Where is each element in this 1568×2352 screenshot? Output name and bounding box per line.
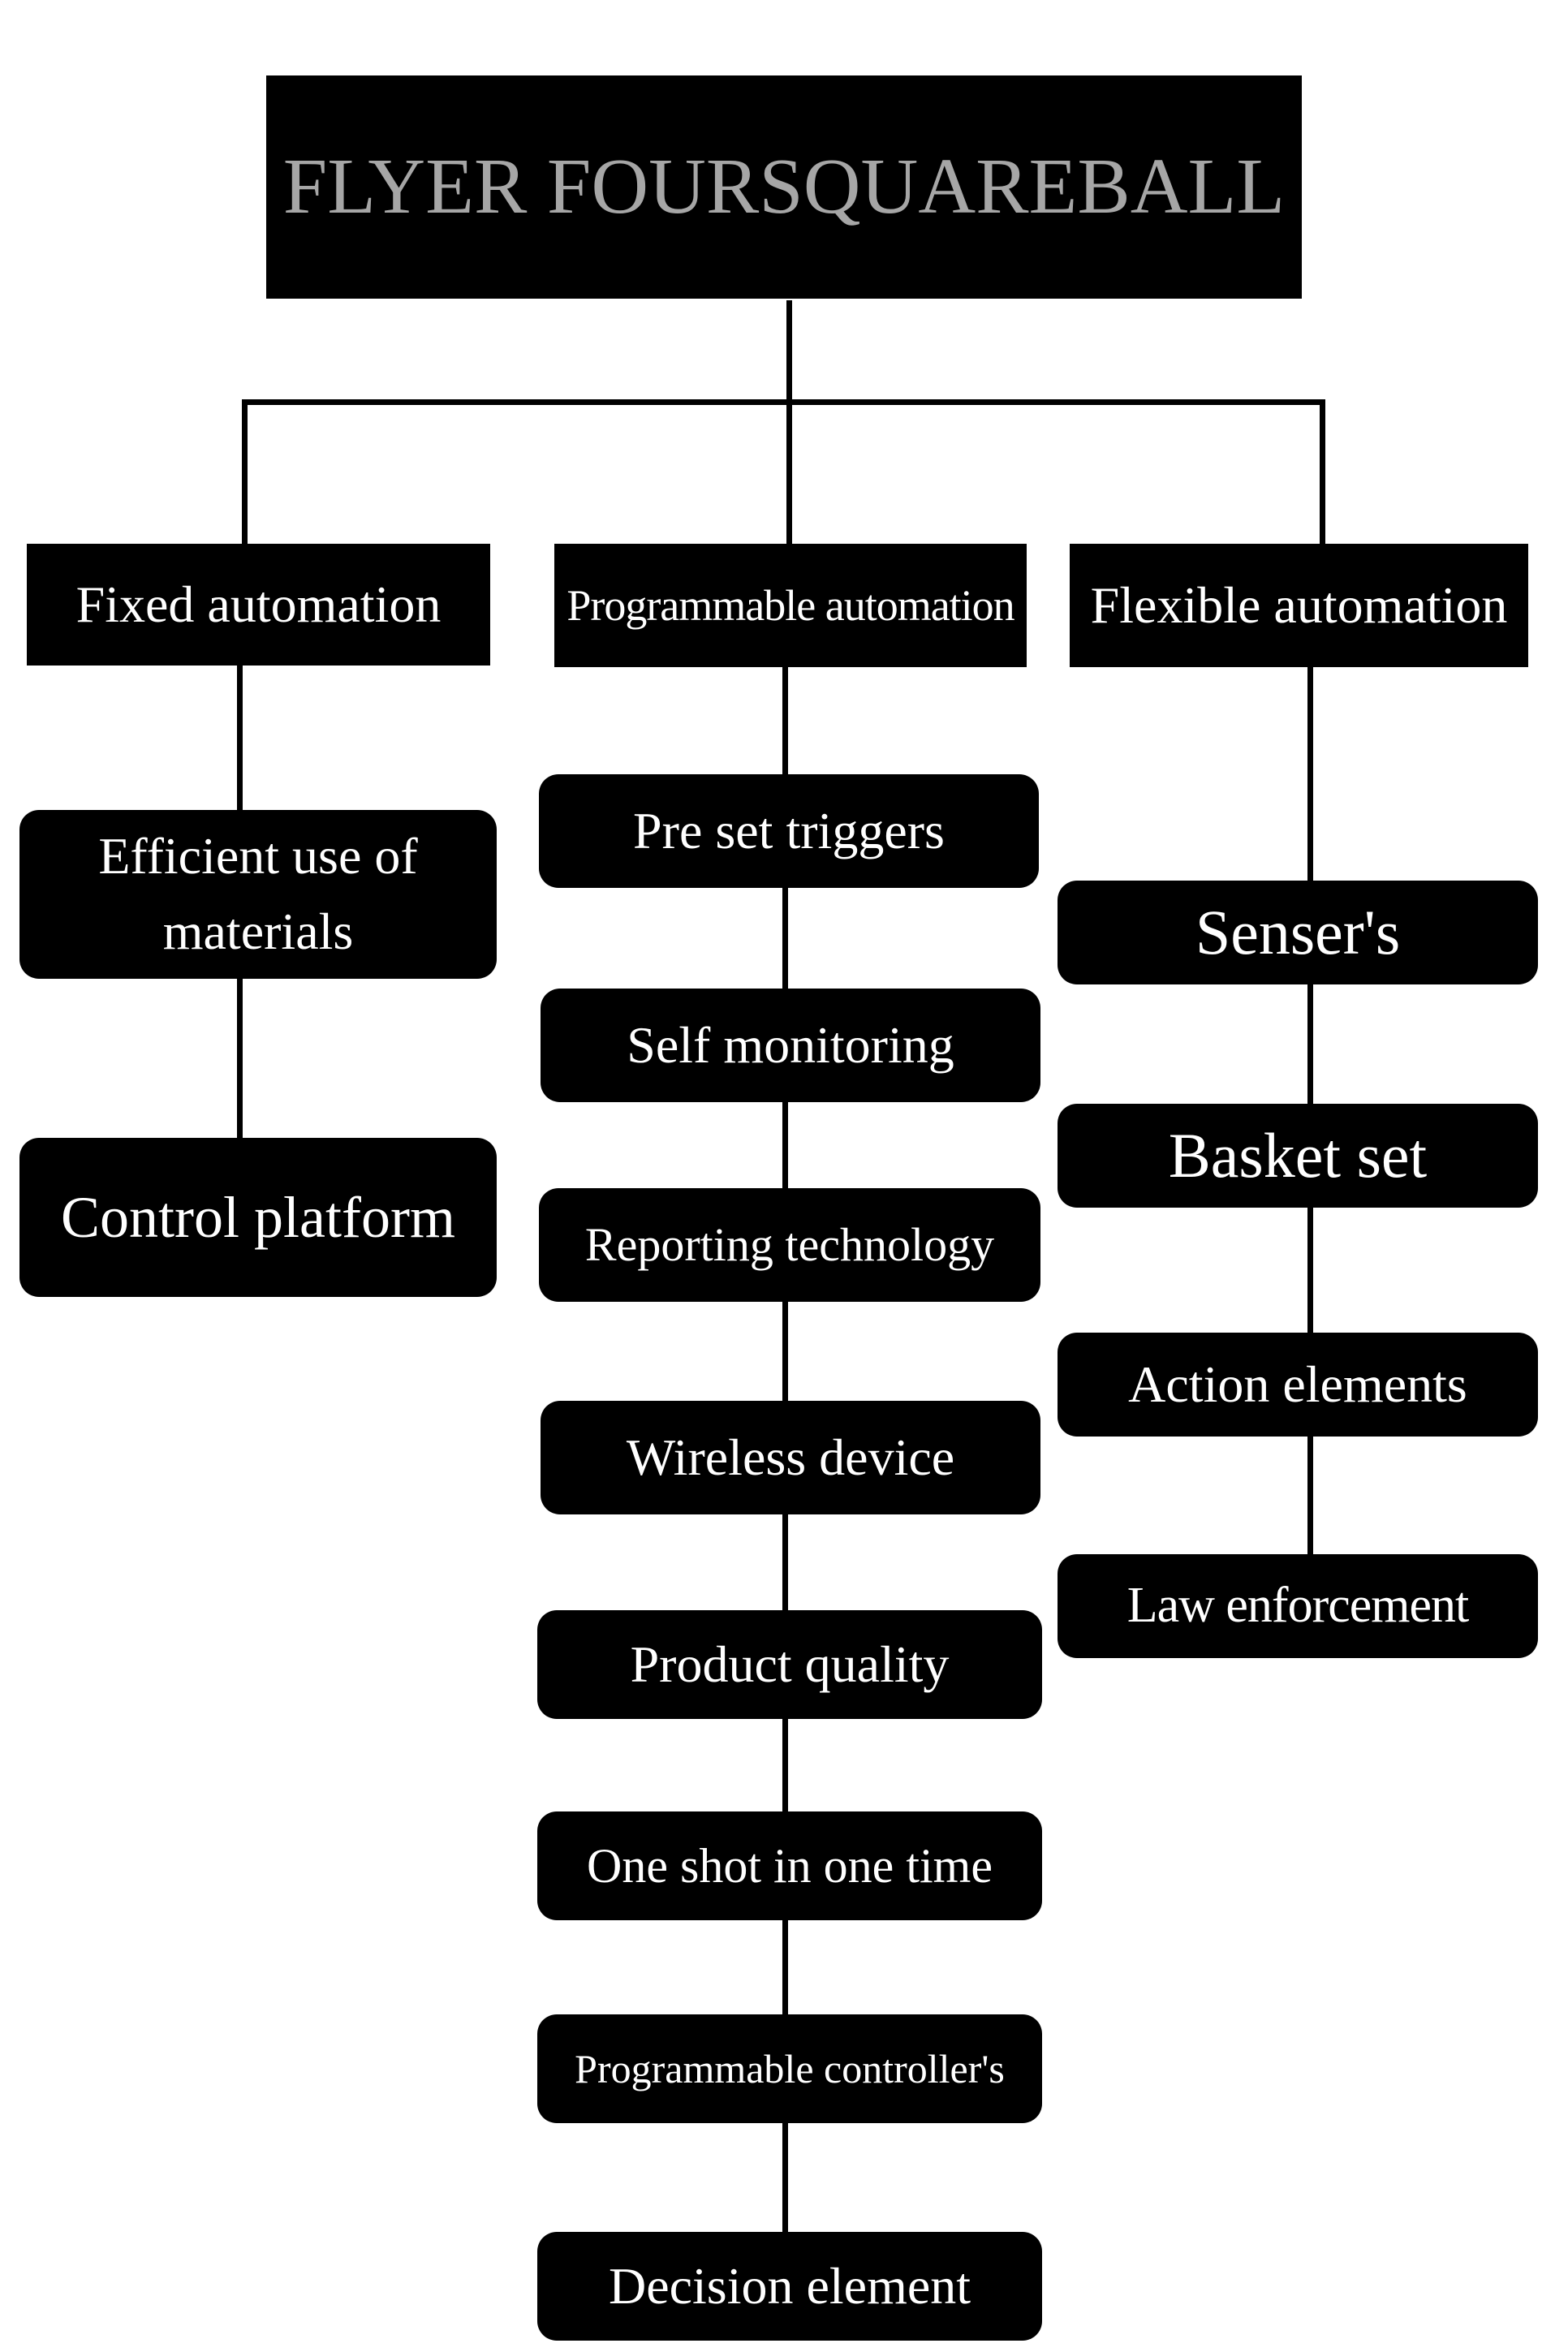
title-line-1: FLYER FOURSQUARE	[282, 142, 1078, 230]
connector-to-flexible	[1320, 399, 1325, 544]
flexible-item-law-enforcement: Law enforcement	[1058, 1554, 1538, 1658]
fixed-item-control-platform: Control platform	[19, 1138, 497, 1297]
category-fixed-automation: Fixed automation	[27, 544, 490, 666]
programmable-item-programmable-controllers: Programmable controller's	[537, 2014, 1042, 2123]
diagram-title: FLYER FOURSQUARE BALL	[266, 75, 1302, 299]
category-programmable-automation: Programmable automation	[554, 544, 1027, 667]
category-flexible-automation: Flexible automation	[1070, 544, 1528, 667]
connector-to-programmable	[786, 399, 792, 544]
programmable-item-product-quality: Product quality	[537, 1610, 1042, 1719]
programmable-item-self-monitoring: Self monitoring	[541, 989, 1040, 1102]
title-line-2: BALL	[1077, 142, 1286, 230]
connector-horizontal-bar	[242, 399, 1325, 405]
fixed-item-efficient-label: Efficient use of materials	[98, 827, 418, 960]
programmable-item-reporting-technology: Reporting technology	[539, 1188, 1040, 1302]
programmable-item-decision-element: Decision element	[537, 2232, 1042, 2341]
flexible-item-basket-set: Basket set	[1058, 1104, 1538, 1208]
flexible-item-action-elements: Action elements	[1058, 1333, 1538, 1437]
fixed-item-efficient-use-of-materials: Efficient use of materials	[19, 810, 497, 979]
programmable-item-pre-set-triggers: Pre set triggers	[539, 774, 1039, 888]
connector-to-fixed	[242, 399, 248, 544]
programmable-item-wireless-device: Wireless device	[541, 1401, 1040, 1514]
programmable-item-one-shot-in-one-time: One shot in one time	[537, 1811, 1042, 1920]
flexible-item-sensers: Senser's	[1058, 881, 1538, 984]
connector-title-stem	[786, 300, 792, 404]
